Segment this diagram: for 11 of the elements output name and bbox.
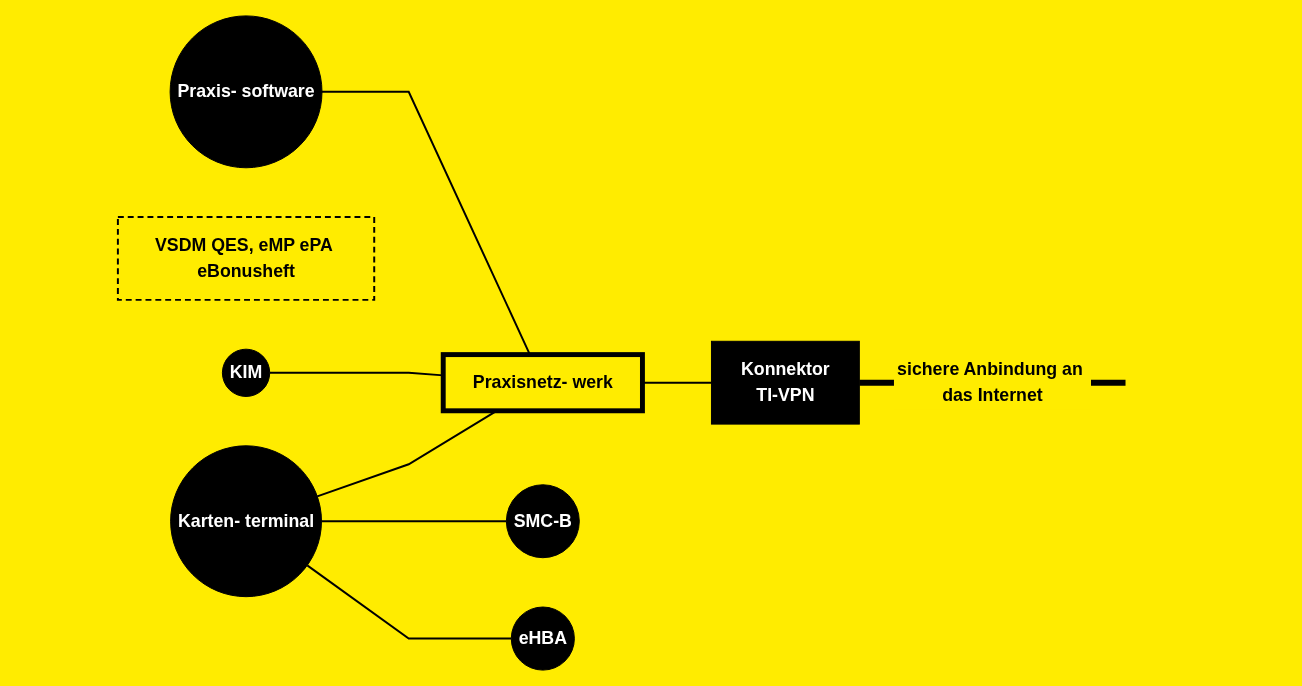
node-box: Praxisnetz- werk: [440, 352, 645, 414]
node-box: VSDM QES, eMP ePA eBonusheft: [116, 216, 375, 301]
node-circle: Karten- terminal: [169, 445, 322, 598]
node-circle: Praxis- software: [169, 15, 323, 169]
edge-label: sichere Anbindung an das Internet: [896, 359, 1083, 406]
connector: [320, 520, 508, 523]
node-circle: SMC-B: [505, 484, 580, 559]
node-circle: KIM: [221, 348, 270, 397]
node-circle: eHBA: [510, 606, 575, 671]
node-box: Konnektor TI-VPN: [710, 340, 860, 425]
connector: [305, 564, 512, 640]
